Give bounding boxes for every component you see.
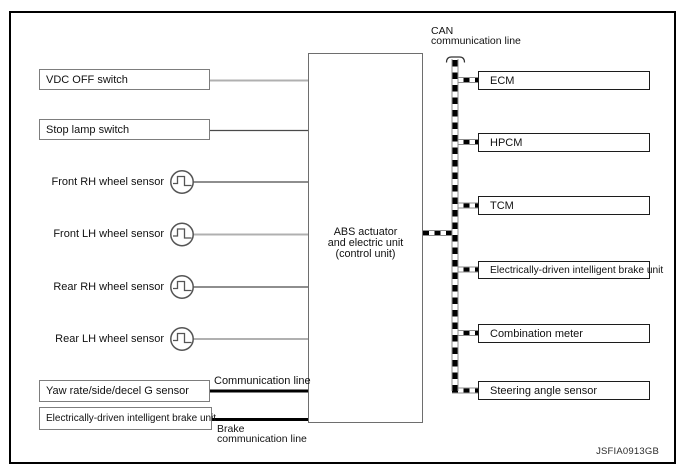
label-communication-line: Communication line bbox=[214, 375, 311, 387]
node-brake-unit-right: Electrically-driven intelligent brake un… bbox=[478, 261, 663, 279]
node-label: VDC OFF switch bbox=[46, 73, 128, 86]
node-label: Electrically-driven intelligent brake un… bbox=[46, 413, 217, 424]
can-stubs bbox=[423, 77, 479, 394]
figure-code: JSFIA0913GB bbox=[596, 446, 659, 457]
square-wave-icon bbox=[170, 275, 194, 299]
node-brake-unit-left: Electrically-driven intelligent brake un… bbox=[39, 407, 216, 430]
node-label: Electrically-driven intelligent brake un… bbox=[490, 264, 664, 276]
label-brake-communication-line: Brake communication line bbox=[217, 423, 307, 445]
node-label: TCM bbox=[490, 199, 514, 212]
square-wave-icon bbox=[170, 170, 194, 194]
node-steering-angle-sensor: Steering angle sensor bbox=[478, 381, 650, 400]
node-label: HPCM bbox=[490, 136, 523, 149]
node-label: Stop lamp switch bbox=[46, 123, 130, 136]
label-rear-lh-wheel-sensor: Rear LH wheel sensor bbox=[55, 332, 164, 345]
node-label: Yaw rate/side/decel G sensor bbox=[46, 385, 189, 397]
node-label-line: ABS actuator bbox=[333, 225, 398, 238]
square-wave-icon bbox=[170, 327, 194, 351]
label-can-communication-line: CAN communication line bbox=[431, 25, 521, 47]
node-label-line: (control unit) bbox=[335, 247, 396, 260]
node-label: Steering angle sensor bbox=[490, 384, 598, 397]
node-ecm: ECM bbox=[478, 71, 650, 90]
brace-icon bbox=[445, 56, 466, 63]
node-abs-actuator-unit: ABS actuator and electric unit (control … bbox=[308, 53, 423, 423]
communication-lines bbox=[210, 389, 309, 421]
node-vdc-off-switch: VDC OFF switch bbox=[39, 69, 210, 90]
node-label: ECM bbox=[490, 74, 515, 87]
label-front-rh-wheel-sensor: Front RH wheel sensor bbox=[51, 175, 165, 188]
label-rear-rh-wheel-sensor: Rear RH wheel sensor bbox=[53, 280, 164, 293]
wire-lines bbox=[193, 79, 309, 340]
node-yaw-rate-sensor: Yaw rate/side/decel G sensor bbox=[39, 380, 210, 402]
square-wave-icon bbox=[170, 222, 194, 247]
node-hpcm: HPCM bbox=[478, 133, 650, 152]
node-stop-lamp-switch: Stop lamp switch bbox=[39, 119, 210, 140]
node-label-line: and electric unit bbox=[327, 236, 404, 249]
label-front-lh-wheel-sensor: Front LH wheel sensor bbox=[53, 228, 164, 240]
node-combination-meter: Combination meter bbox=[478, 324, 650, 343]
node-tcm: TCM bbox=[478, 196, 650, 215]
node-label: Combination meter bbox=[490, 327, 583, 340]
